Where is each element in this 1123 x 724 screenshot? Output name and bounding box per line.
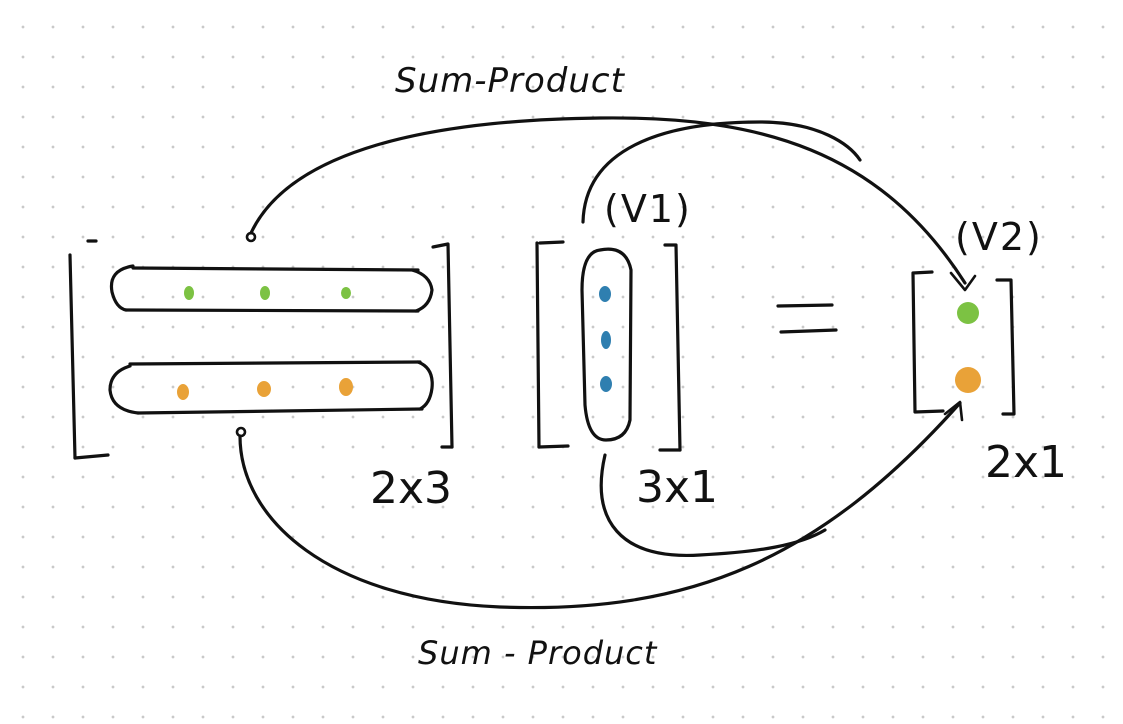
middle-vector-dimension: 3x1	[636, 462, 718, 513]
blue-dot	[601, 331, 611, 349]
blue-dot	[600, 376, 612, 392]
green-dot	[341, 287, 351, 299]
orange-dot	[339, 378, 353, 396]
top-arrowhead	[949, 271, 977, 292]
v1-to-v2-bottom-arc	[599, 453, 827, 558]
middle-vector-dots	[599, 286, 612, 392]
matrix-row-1	[109, 264, 434, 313]
equals-sign	[776, 303, 838, 334]
top-sum-product-arrow	[249, 116, 967, 285]
top-arrow-label: Sum-Product	[395, 61, 626, 101]
bottom-sum-product-arrow	[238, 401, 962, 610]
bottom-arrow-label: Sum - Product	[418, 634, 658, 672]
v1-label: (V1)	[604, 187, 692, 231]
middle-vector-bracket	[535, 240, 682, 452]
matrix-row-2	[108, 360, 434, 415]
green-dot	[957, 302, 979, 324]
right-vector-dimension: 2x1	[985, 437, 1067, 488]
orange-dot	[955, 367, 981, 393]
green-dot	[184, 286, 194, 300]
v1-to-v2-top-arc	[581, 120, 862, 224]
middle-vector-capsule	[580, 247, 633, 442]
left-matrix-bracket	[68, 239, 454, 460]
right-vector-dots	[955, 302, 981, 393]
green-dot	[260, 286, 270, 300]
orange-dot	[177, 384, 189, 400]
orange-dot	[257, 381, 271, 397]
blue-dot	[599, 286, 611, 302]
v2-label: (V2)	[955, 215, 1043, 259]
row-1-dots	[184, 286, 351, 300]
bottom-arrowhead	[943, 400, 964, 422]
row-2-dots	[177, 378, 353, 400]
right-vector-bracket	[911, 270, 1016, 416]
left-matrix-dimension: 2x3	[370, 463, 452, 514]
